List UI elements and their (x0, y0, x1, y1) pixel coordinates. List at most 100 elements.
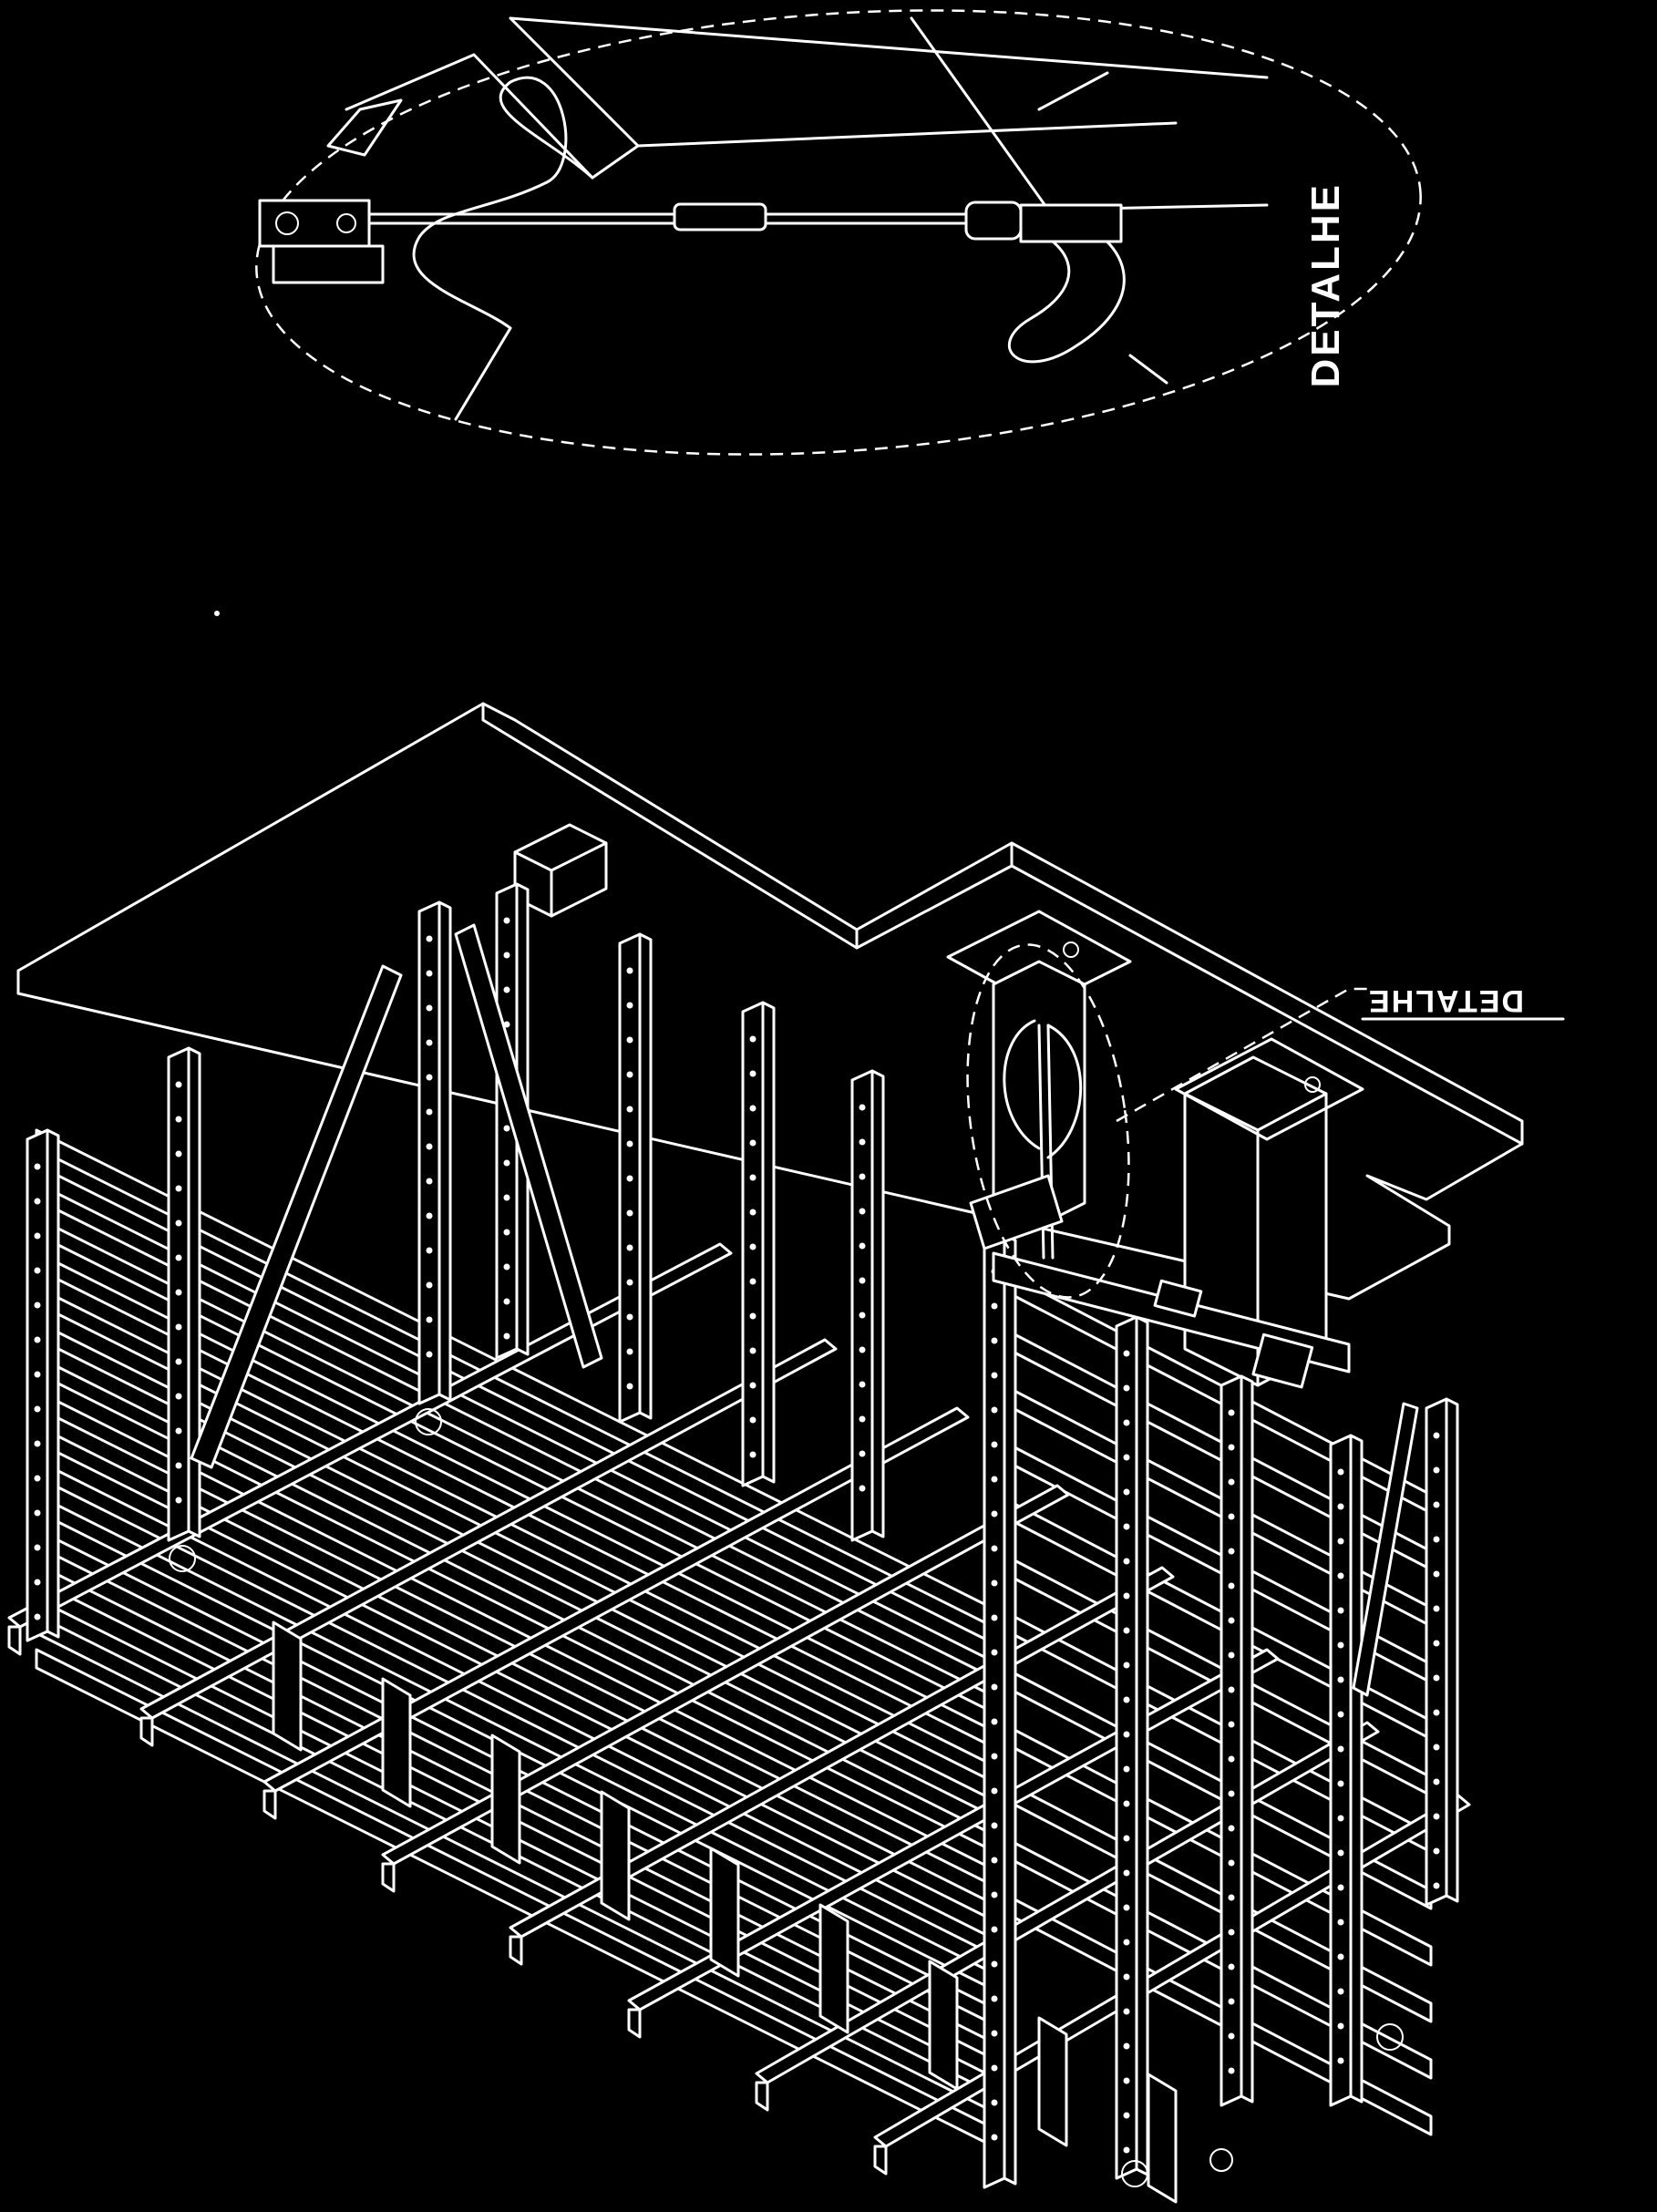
tie-hole (626, 1002, 633, 1009)
tie-hole (34, 1405, 41, 1413)
tie-hole (1123, 1592, 1130, 1600)
tie-hole (1337, 1815, 1344, 1822)
vertical-soldiers (27, 884, 1457, 2187)
beam-end (629, 2010, 640, 2037)
tie-hole (991, 2099, 998, 2106)
tie-hole (1123, 2077, 1130, 2084)
tie-hole (1123, 1696, 1130, 1703)
tie-hole (1123, 1523, 1130, 1530)
tie-hole (1337, 1572, 1344, 1579)
central-clamp-assembly (971, 1021, 1349, 1387)
tie-hole (175, 1116, 182, 1123)
tie-hole (991, 1718, 998, 1725)
tie-hole (1123, 1765, 1130, 1773)
tie-hole (1228, 1825, 1235, 1832)
right-wall-panels (993, 1267, 1431, 2135)
tie-hole (1337, 1676, 1344, 1683)
tie-hole (426, 970, 433, 977)
tie-hole (503, 952, 510, 959)
tie-hole (34, 1198, 41, 1205)
tie-hole (426, 1039, 433, 1046)
tie-hole (749, 1451, 756, 1458)
tie-hole (749, 1347, 756, 1354)
tie-hole (749, 1139, 756, 1147)
detail-beam-lines (346, 18, 1267, 419)
tie-hole (503, 1194, 510, 1201)
soldier-side (1241, 1376, 1252, 2102)
beam-end (141, 1718, 152, 1745)
tie-hole (1337, 1503, 1344, 1510)
tie-hole (1337, 1988, 1344, 1995)
soldier-side (1351, 1435, 1362, 2102)
tie-hole (1123, 1869, 1130, 1877)
tie-hole (1228, 1755, 1235, 1763)
tie-hole (991, 2134, 998, 2141)
tie-hole (1123, 1939, 1130, 1946)
tie-hole (1228, 1894, 1235, 1901)
detail-callout-label: DETALHE (1367, 983, 1525, 1018)
soldier (1221, 1376, 1241, 2105)
tie-hole (503, 1229, 510, 1236)
tie-hole (1433, 1432, 1440, 1439)
tie-hole (34, 1475, 41, 1482)
tie-hole (991, 2064, 998, 2072)
tie-hole (626, 1071, 633, 1078)
tie-hole (626, 1106, 633, 1113)
tie-hole (1228, 2067, 1235, 2074)
tie-hole (1433, 1674, 1440, 1682)
detail-leader-line (1117, 989, 1367, 1121)
tie-hole (1337, 1919, 1344, 1926)
tie-hole (1228, 1582, 1235, 1590)
floor-post (492, 1735, 520, 1863)
tie-hole (175, 1427, 182, 1435)
tie-hole (626, 1175, 633, 1182)
tie-hole (34, 1163, 41, 1170)
tie-hole (749, 1209, 756, 1216)
tie-hole (991, 1649, 998, 1656)
tie-hole (175, 1497, 182, 1504)
tie-hole (34, 1232, 41, 1240)
tie-hole (1433, 1605, 1440, 1612)
tie-hole (859, 1450, 866, 1457)
tie-hole (991, 1753, 998, 1760)
tie-hole (626, 1244, 633, 1251)
floor-beam (264, 1408, 968, 1791)
base-hooks (170, 1409, 1403, 2186)
tie-hole (991, 1891, 998, 1898)
tie-hole (749, 1312, 756, 1320)
tie-hole (626, 1383, 633, 1390)
tie-hole (1228, 1721, 1235, 1728)
tie-hole (991, 1960, 998, 1968)
tie-hole (503, 1125, 510, 1132)
tie-hole (991, 1372, 998, 1379)
tie-hole (991, 1510, 998, 1518)
tie-hole (991, 1476, 998, 1483)
tie-hole (1337, 2022, 1344, 2030)
tie-hole (749, 1243, 756, 1250)
tie-hole (34, 1371, 41, 1378)
tie-hole (175, 1393, 182, 1400)
tie-hole (34, 1613, 41, 1620)
soldier-side (763, 1003, 774, 1482)
tie-hole (1337, 1745, 1344, 1753)
tie-hole (749, 1174, 756, 1181)
tie-hole (626, 1279, 633, 1286)
tie-hole (1337, 1780, 1344, 1787)
tie-hole (1123, 1488, 1130, 1496)
tie-hole (1123, 1627, 1130, 1634)
tie-hole (1123, 2112, 1130, 2119)
tie-hole (1123, 1384, 1130, 1392)
tie-hole (1228, 1790, 1235, 1797)
diagonal-braces (191, 925, 1417, 1695)
floor-post (1039, 2018, 1066, 2145)
floor-post (602, 1792, 629, 1919)
tie-hole (859, 1312, 866, 1319)
tie-hole (503, 917, 510, 924)
tie-hole (1123, 1835, 1130, 1842)
tie-hole (1433, 1882, 1440, 1889)
tie-hole (991, 1302, 998, 1310)
tie-hole (749, 1105, 756, 1112)
tie-hole (859, 1208, 866, 1215)
top-slab (18, 704, 1522, 1299)
